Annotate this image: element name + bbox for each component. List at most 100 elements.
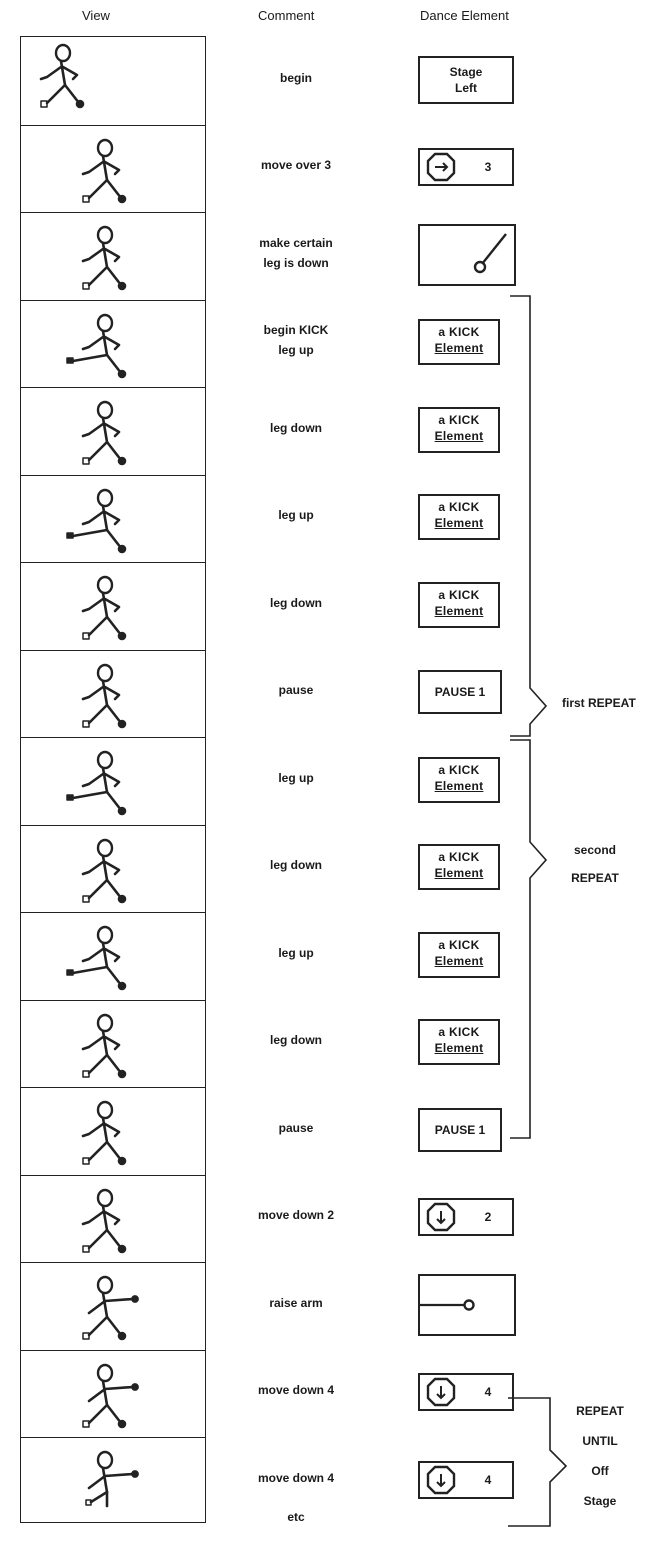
- view-panel: [21, 999, 205, 1088]
- view-panel: [21, 212, 205, 300]
- comment-text: leg up: [236, 505, 356, 525]
- dance-element-line: a KICK: [438, 850, 480, 865]
- stick-figure: [82, 1275, 139, 1341]
- dance-element-label: PAUSE 1: [420, 684, 500, 700]
- comment-line: make certain: [259, 235, 333, 250]
- comment-line: leg down: [270, 595, 322, 610]
- move-element-box: 2: [418, 1198, 514, 1237]
- view-panel: [21, 737, 205, 825]
- brace-label-line: Stage: [583, 1494, 617, 1508]
- stick-figure: [81, 838, 127, 903]
- raise-arm-element-box: [418, 1273, 516, 1336]
- comment-text: move down 4: [236, 1468, 356, 1488]
- header-comment: Comment: [258, 8, 315, 23]
- stick-figure: [81, 400, 127, 466]
- dance-element-line: Element: [434, 341, 484, 356]
- stick-figure: [66, 750, 127, 816]
- dance-element-label: PAUSE 1: [420, 1122, 500, 1138]
- header-dance-element: Dance Element: [420, 8, 509, 23]
- view-panel: [21, 649, 205, 738]
- comment-line: begin KICK: [263, 323, 329, 338]
- dance-element-line: Element: [434, 778, 484, 793]
- move-count: 4: [484, 1385, 492, 1400]
- comment-text: leg down: [236, 593, 356, 613]
- stick-figure: [81, 663, 127, 728]
- brace-label-line: second: [573, 843, 616, 857]
- dance-element-line: PAUSE 1: [434, 1122, 486, 1137]
- comment-line: leg is down: [263, 255, 329, 270]
- move-element-box: 3: [418, 148, 514, 187]
- view-panel: [21, 824, 205, 913]
- move-element-box: 4: [418, 1460, 514, 1499]
- view-panel: [21, 1437, 205, 1525]
- comment-text: leg up: [236, 943, 356, 963]
- comment-text: leg down: [236, 855, 356, 875]
- dance-element-line: Element: [434, 866, 484, 881]
- dance-element-line: a KICK: [438, 762, 480, 777]
- comment-text: pause: [236, 1118, 356, 1138]
- stick-figure: [81, 138, 127, 203]
- move-count: 2: [484, 1210, 492, 1225]
- stick-figure: [81, 1013, 127, 1078]
- comment-text: move down 4: [236, 1380, 356, 1400]
- brace-label-line: first REPEAT: [562, 696, 636, 710]
- comment-line: pause: [278, 683, 314, 698]
- view-panel: [21, 1349, 205, 1438]
- view-panel: [21, 1087, 205, 1175]
- stick-figure: [85, 1450, 139, 1508]
- comment-line: move down 2: [257, 1208, 334, 1223]
- brace-label-first-repeat: first REPEAT: [562, 696, 670, 710]
- comment-text: move over 3: [236, 155, 356, 175]
- view-panel: [21, 562, 205, 650]
- view-panel: [21, 387, 205, 475]
- header-view: View: [82, 8, 110, 23]
- comment-line: leg up: [278, 945, 314, 960]
- stick-figure: [81, 225, 127, 291]
- dance-element-line: a KICK: [438, 587, 480, 602]
- dance-element-line: Element: [434, 603, 484, 618]
- view-panel: [21, 124, 205, 213]
- comment-line: raise arm: [269, 1295, 323, 1310]
- dance-element-line: a KICK: [438, 412, 480, 427]
- comment-line: leg down: [270, 858, 322, 873]
- view-panel: [21, 37, 205, 125]
- raise-arm-icon: [420, 1299, 475, 1311]
- comment-text: begin: [236, 68, 356, 88]
- comment-line: leg up: [278, 343, 314, 358]
- comment-line: move down 4: [257, 1470, 334, 1485]
- view-column: [20, 36, 206, 1523]
- view-panel: [21, 474, 205, 563]
- footer-etc: etc: [287, 1510, 305, 1524]
- view-panel: [21, 299, 205, 388]
- dance-element-line: Left: [455, 80, 477, 95]
- dance-element-line: a KICK: [438, 325, 480, 340]
- arrow-down-icon: [426, 1378, 456, 1407]
- repeat-until-brace: [508, 1397, 568, 1527]
- comment-text: leg down: [236, 1030, 356, 1050]
- comment-line: move over 3: [260, 158, 332, 173]
- dance-element-line: Element: [434, 1041, 484, 1056]
- stick-figure: [66, 313, 127, 378]
- comment-text: leg down: [236, 418, 356, 438]
- dance-element-line: a KICK: [438, 937, 480, 952]
- view-panel: [21, 1174, 205, 1263]
- brace-label-line: Off: [591, 1464, 609, 1478]
- stick-figure: [39, 43, 85, 109]
- comment-text: pause: [236, 680, 356, 700]
- brace-label-line: REPEAT: [576, 1404, 624, 1418]
- dance-element-line: PAUSE 1: [434, 685, 486, 700]
- stick-figure: [81, 575, 127, 641]
